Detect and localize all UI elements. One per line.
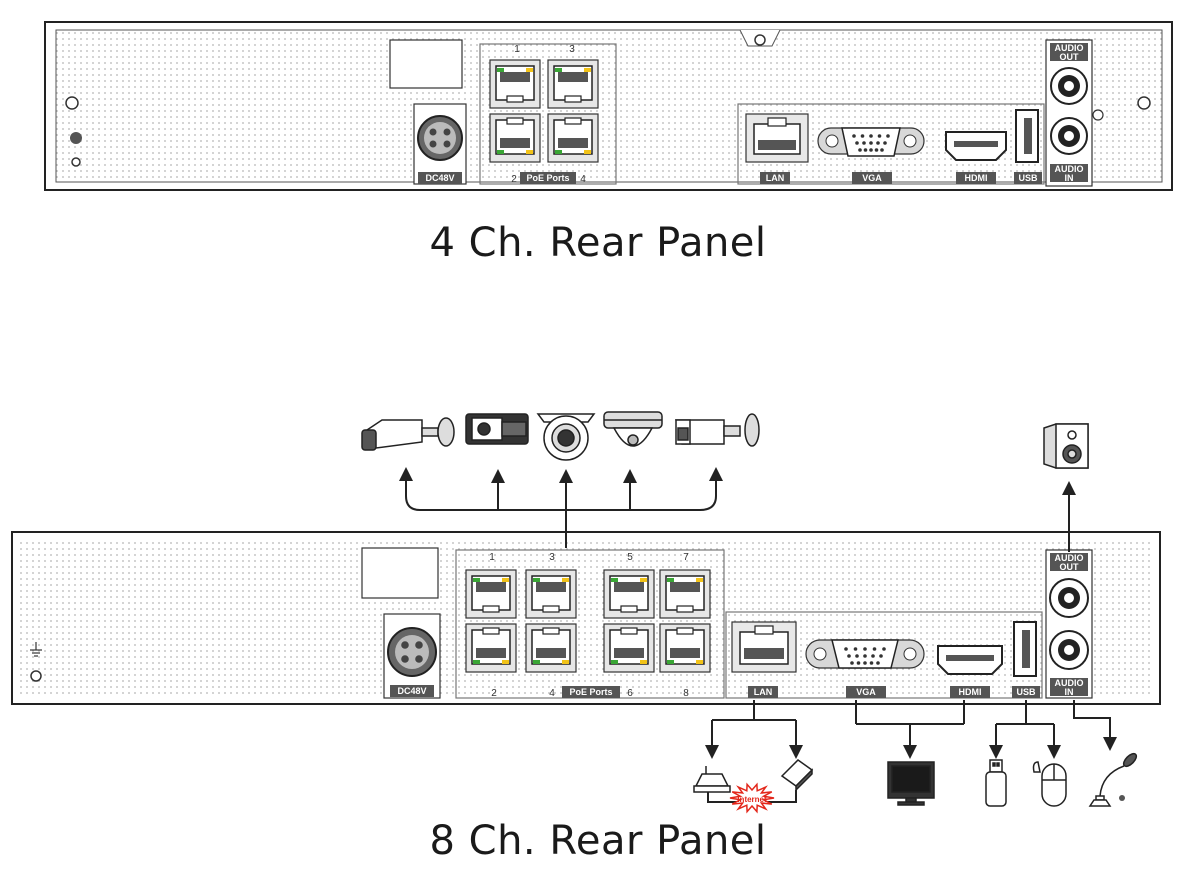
audio-in-jack[interactable] <box>1050 117 1088 155</box>
poe-port[interactable] <box>659 569 711 619</box>
turret-camera-icon <box>536 413 596 461</box>
four-channel-title: 4 Ch. Rear Panel <box>429 220 767 266</box>
internet-burst: Internet <box>729 782 775 814</box>
poe-number: 7 <box>683 552 689 563</box>
vga-label: VGA <box>856 687 876 697</box>
audio-out-label-1: AUDIO <box>1055 43 1084 53</box>
audio-in-label-2: IN <box>1065 687 1074 697</box>
poe-label: PoE Ports <box>569 687 612 697</box>
poe-number: 2 <box>491 688 497 699</box>
mouse-icon <box>1032 761 1067 807</box>
audio-in-label-1: AUDIO <box>1055 678 1084 688</box>
poe-port[interactable] <box>489 59 541 109</box>
hdmi-port[interactable]: HDMI <box>945 131 1007 184</box>
audio-out-label-2: OUT <box>1060 562 1080 572</box>
vga-label: VGA <box>862 173 882 183</box>
poe-port[interactable] <box>525 569 577 619</box>
four-channel-panel: DC48V 1 3 2 PoE Ports 4 LAN VG <box>44 21 1173 191</box>
router-icon <box>693 766 731 793</box>
label-sticker <box>361 547 439 599</box>
power-switch-icon <box>70 132 82 144</box>
audio-in-jack[interactable] <box>1049 630 1089 670</box>
box-camera-icon <box>465 413 529 445</box>
dome-camera-icon <box>603 411 663 447</box>
audio-out-jack[interactable] <box>1050 67 1088 105</box>
audio-out-jack[interactable] <box>1049 578 1089 618</box>
poe-number: 1 <box>489 552 495 563</box>
usb-drive-icon <box>985 759 1007 807</box>
poe-port[interactable] <box>659 623 711 673</box>
poe-port[interactable] <box>489 113 541 163</box>
audio-in-connection <box>1073 700 1117 751</box>
ground-screw-icon <box>65 96 79 110</box>
dc-label: DC48V <box>425 173 454 183</box>
vga-port[interactable]: VGA <box>805 639 925 698</box>
usb-label: USB <box>1018 173 1038 183</box>
usb-port[interactable]: USB <box>1012 621 1040 698</box>
camera-connections <box>399 467 723 548</box>
internet-label: Internet <box>737 795 767 804</box>
usb-connections <box>989 700 1061 759</box>
mount-screw-icon <box>754 34 766 46</box>
audio-block: AUDIO OUT AUDIO IN <box>1045 39 1093 187</box>
label-sticker <box>389 39 463 89</box>
lan-port[interactable]: LAN <box>731 621 797 698</box>
vga-port[interactable]: VGA <box>817 127 925 184</box>
audio-block: AUDIO OUT AUDIO IN <box>1045 549 1093 699</box>
dc-power-input[interactable]: DC48V <box>383 613 441 699</box>
poe-number: 6 <box>627 688 633 699</box>
audio-in-label-1: AUDIO <box>1055 164 1084 174</box>
poe-port[interactable] <box>603 569 655 619</box>
dc-power-input[interactable]: DC48V <box>413 103 467 185</box>
poe-ports-8ch <box>465 569 711 673</box>
speaker-icon <box>1043 423 1089 469</box>
poe-number: 4 <box>580 174 586 185</box>
poe-number: 3 <box>569 44 575 55</box>
lan-port[interactable]: LAN <box>745 113 809 184</box>
poe-port[interactable] <box>465 623 517 673</box>
poe-label: PoE Ports <box>526 173 569 183</box>
video-connections <box>855 700 965 759</box>
poe-number: 1 <box>514 44 520 55</box>
lan-label: LAN <box>754 687 773 697</box>
microphone-icon <box>1088 752 1138 807</box>
eight-channel-panel: DC48V 1 3 5 7 2 4 PoE Ports 6 8 LAN <box>11 531 1161 705</box>
usb-label: USB <box>1016 687 1036 697</box>
poe-number: 5 <box>627 552 633 563</box>
hdmi-port[interactable]: HDMI <box>937 645 1003 698</box>
poe-number: 4 <box>549 688 555 699</box>
poe-number: 3 <box>549 552 555 563</box>
poe-port[interactable] <box>603 623 655 673</box>
modem-icon <box>780 759 814 792</box>
audio-out-label-2: OUT <box>1060 52 1080 62</box>
bullet-camera-icon <box>361 417 455 451</box>
poe-ports-4ch <box>489 59 599 163</box>
bullet-camera-icon <box>675 413 760 447</box>
hdmi-label: HDMI <box>965 173 988 183</box>
hdmi-label: HDMI <box>959 687 982 697</box>
poe-port[interactable] <box>547 113 599 163</box>
audio-in-label-2: IN <box>1065 173 1074 183</box>
audio-out-label-1: AUDIO <box>1055 553 1084 563</box>
monitor-icon <box>887 761 935 806</box>
poe-port[interactable] <box>547 59 599 109</box>
dc-label: DC48V <box>397 686 426 696</box>
lan-label: LAN <box>766 173 785 183</box>
poe-port[interactable] <box>525 623 577 673</box>
poe-number: 8 <box>683 688 689 699</box>
poe-number: 2 <box>511 174 517 185</box>
ground-screw-icon <box>30 670 42 682</box>
poe-port[interactable] <box>465 569 517 619</box>
ground-symbol-icon <box>30 642 42 657</box>
usb-port[interactable]: USB <box>1014 109 1042 184</box>
eight-channel-title: 8 Ch. Rear Panel <box>429 818 767 864</box>
